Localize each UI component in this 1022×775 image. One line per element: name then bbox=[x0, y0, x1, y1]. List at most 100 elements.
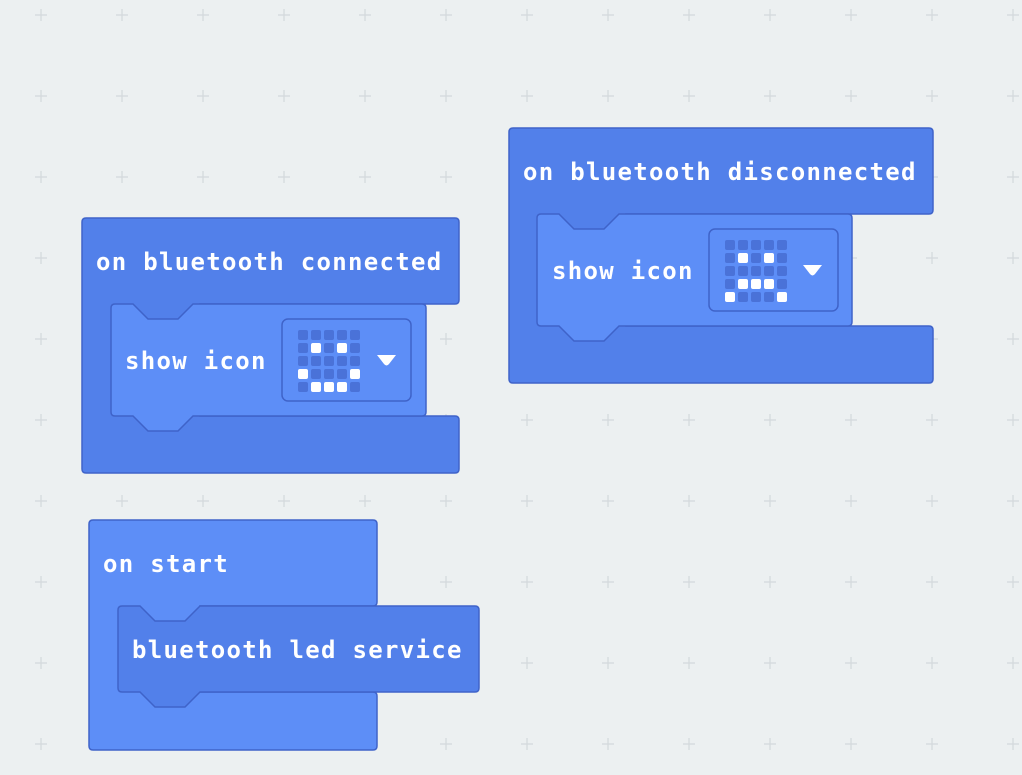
grid-plus-mark bbox=[440, 576, 452, 588]
led-off bbox=[764, 266, 774, 276]
grid-plus-mark bbox=[521, 576, 533, 588]
led-off bbox=[311, 356, 321, 366]
led-on bbox=[764, 253, 774, 263]
led-off bbox=[298, 343, 308, 353]
grid-plus-mark bbox=[359, 90, 371, 102]
led-off bbox=[764, 292, 774, 302]
grid-plus-mark bbox=[683, 576, 695, 588]
led-off bbox=[337, 330, 347, 340]
grid-plus-mark bbox=[926, 576, 938, 588]
led-off bbox=[337, 369, 347, 379]
icon-dropdown[interactable] bbox=[281, 318, 412, 402]
grid-plus-mark bbox=[521, 90, 533, 102]
grid-plus-mark bbox=[35, 495, 47, 507]
led-off bbox=[777, 279, 787, 289]
statement-block-body[interactable] bbox=[117, 605, 480, 708]
led-off bbox=[751, 266, 761, 276]
grid-plus-mark bbox=[764, 738, 776, 750]
grid-plus-mark bbox=[440, 333, 452, 345]
bluetooth-led-service-block[interactable]: bluetooth led service bbox=[117, 605, 480, 708]
on-start-block[interactable]: on start bluetooth led service bbox=[88, 519, 480, 751]
grid-plus-mark bbox=[764, 657, 776, 669]
show-icon-block[interactable]: show icon bbox=[536, 213, 853, 342]
grid-plus-mark bbox=[683, 90, 695, 102]
led-off bbox=[324, 356, 334, 366]
led-on bbox=[725, 292, 735, 302]
grid-plus-mark bbox=[440, 495, 452, 507]
led-on bbox=[311, 382, 321, 392]
led-off bbox=[777, 253, 787, 263]
grid-plus-mark bbox=[116, 171, 128, 183]
grid-plus-mark bbox=[1007, 576, 1019, 588]
grid-plus-mark bbox=[1007, 738, 1019, 750]
grid-plus-mark bbox=[116, 90, 128, 102]
grid-plus-mark bbox=[359, 171, 371, 183]
grid-plus-mark bbox=[521, 414, 533, 426]
event-label: on bluetooth disconnected bbox=[523, 158, 917, 186]
grid-plus-mark bbox=[845, 414, 857, 426]
led-off bbox=[298, 356, 308, 366]
led-on bbox=[337, 382, 347, 392]
led-off bbox=[337, 356, 347, 366]
led-off bbox=[764, 240, 774, 250]
statement-label: show icon bbox=[125, 347, 267, 375]
grid-plus-mark bbox=[278, 495, 290, 507]
led-on bbox=[324, 382, 334, 392]
grid-plus-mark bbox=[35, 414, 47, 426]
led-off bbox=[350, 382, 360, 392]
chevron-down-icon[interactable] bbox=[803, 265, 822, 276]
grid-plus-mark bbox=[35, 252, 47, 264]
grid-plus-mark bbox=[926, 90, 938, 102]
led-on bbox=[298, 369, 308, 379]
led-on bbox=[311, 343, 321, 353]
grid-plus-mark bbox=[764, 576, 776, 588]
grid-plus-mark bbox=[602, 9, 614, 21]
grid-plus-mark bbox=[35, 171, 47, 183]
grid-plus-mark bbox=[1007, 495, 1019, 507]
grid-plus-mark bbox=[521, 738, 533, 750]
led-off bbox=[777, 240, 787, 250]
grid-plus-mark bbox=[845, 657, 857, 669]
show-icon-block[interactable]: show icon bbox=[110, 303, 427, 432]
led-off bbox=[311, 369, 321, 379]
on-bluetooth-connected-block[interactable]: on bluetooth connected show icon bbox=[81, 217, 460, 474]
chevron-down-icon[interactable] bbox=[377, 355, 396, 366]
grid-plus-mark bbox=[926, 414, 938, 426]
on-bluetooth-disconnected-block[interactable]: on bluetooth disconnected show icon bbox=[508, 127, 934, 384]
grid-plus-mark bbox=[440, 171, 452, 183]
grid-plus-mark bbox=[926, 738, 938, 750]
grid-plus-mark bbox=[35, 738, 47, 750]
led-on bbox=[751, 279, 761, 289]
grid-plus-mark bbox=[683, 414, 695, 426]
led-off bbox=[324, 343, 334, 353]
led-off bbox=[298, 330, 308, 340]
grid-plus-mark bbox=[116, 9, 128, 21]
grid-plus-mark bbox=[35, 90, 47, 102]
led-off bbox=[350, 356, 360, 366]
led-off bbox=[725, 266, 735, 276]
grid-plus-mark bbox=[1007, 657, 1019, 669]
grid-plus-mark bbox=[116, 495, 128, 507]
grid-plus-mark bbox=[926, 252, 938, 264]
grid-plus-mark bbox=[1007, 333, 1019, 345]
grid-plus-mark bbox=[1007, 171, 1019, 183]
grid-plus-mark bbox=[521, 657, 533, 669]
grid-plus-mark bbox=[764, 495, 776, 507]
grid-plus-mark bbox=[845, 576, 857, 588]
grid-plus-mark bbox=[845, 9, 857, 21]
grid-plus-mark bbox=[521, 9, 533, 21]
grid-plus-mark bbox=[602, 738, 614, 750]
led-off bbox=[324, 330, 334, 340]
led-grid bbox=[725, 240, 787, 302]
grid-plus-mark bbox=[602, 414, 614, 426]
led-off bbox=[350, 343, 360, 353]
grid-plus-mark bbox=[197, 495, 209, 507]
grid-plus-mark bbox=[602, 657, 614, 669]
event-label: on bluetooth connected bbox=[96, 248, 442, 276]
grid-plus-mark bbox=[764, 414, 776, 426]
icon-dropdown[interactable] bbox=[708, 228, 839, 312]
grid-plus-mark bbox=[440, 90, 452, 102]
grid-plus-mark bbox=[764, 9, 776, 21]
grid-plus-mark bbox=[683, 9, 695, 21]
